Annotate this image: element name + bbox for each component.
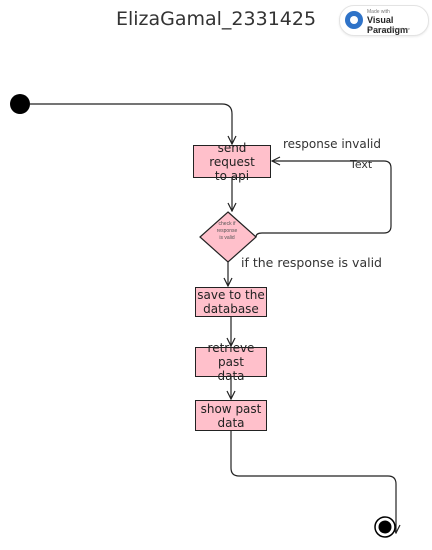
activity-label: retrieve past data bbox=[207, 341, 255, 383]
final-node-core bbox=[378, 520, 392, 534]
guard-response-valid: if the response is valid bbox=[241, 255, 382, 270]
badge-brand: Visual Paradigm bbox=[367, 15, 409, 35]
badge-note: For non-commercial use bbox=[367, 26, 411, 31]
visual-paradigm-logo-icon bbox=[345, 11, 363, 29]
activity-show-data: show past data bbox=[195, 400, 267, 431]
edge-initial-to-send bbox=[30, 103, 232, 144]
decision-label: check if response is valid bbox=[216, 221, 238, 241]
visual-paradigm-badge[interactable]: Made with Visual Paradigm For non-commer… bbox=[339, 5, 429, 36]
guard-text-label: Text bbox=[350, 158, 373, 171]
edge-invalid-loop bbox=[255, 161, 392, 238]
activity-label: send request to api bbox=[209, 140, 255, 183]
activity-save-database: save to the database bbox=[195, 287, 267, 317]
diagram-title: ElizaGamal_2331425 bbox=[115, 8, 317, 30]
activity-retrieve-data: retrieve past data bbox=[195, 341, 267, 383]
activity-send-request: send request to api bbox=[193, 141, 271, 183]
badge-made-with: Made with bbox=[367, 9, 390, 15]
guard-response-invalid: response invalid bbox=[283, 137, 381, 151]
activity-label: show past data bbox=[200, 401, 262, 430]
activity-label: save to the database bbox=[197, 288, 265, 316]
edge-show-to-final bbox=[230, 431, 396, 533]
initial-node bbox=[10, 94, 30, 114]
